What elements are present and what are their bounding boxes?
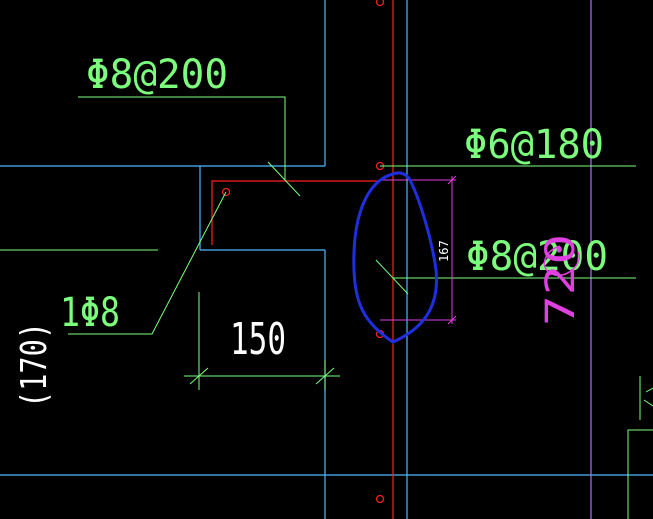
label-dim-167: 167 [437, 240, 451, 262]
edge-glyph-strokes [639, 376, 653, 420]
hand-drawn-highlight [352, 171, 438, 344]
label-phi8-at200-right: Φ8@200 [466, 234, 608, 280]
annotation-leaders [0, 96, 636, 335]
label-phi8-at200-top: Φ8@200 [86, 52, 228, 98]
label-partial-720: 720 [538, 234, 584, 326]
edge-frame [627, 429, 653, 519]
label-dim-150: 150 [230, 314, 286, 365]
label-phi6-at180: Φ6@180 [464, 122, 604, 168]
dimension-167 [380, 175, 457, 325]
dimension-150 [184, 292, 340, 390]
rebar-lines [211, 0, 394, 519]
label-one-phi8: 1Φ8 [60, 290, 120, 336]
label-paren-170: (170) [14, 322, 55, 408]
label-720-curl [543, 245, 580, 277]
